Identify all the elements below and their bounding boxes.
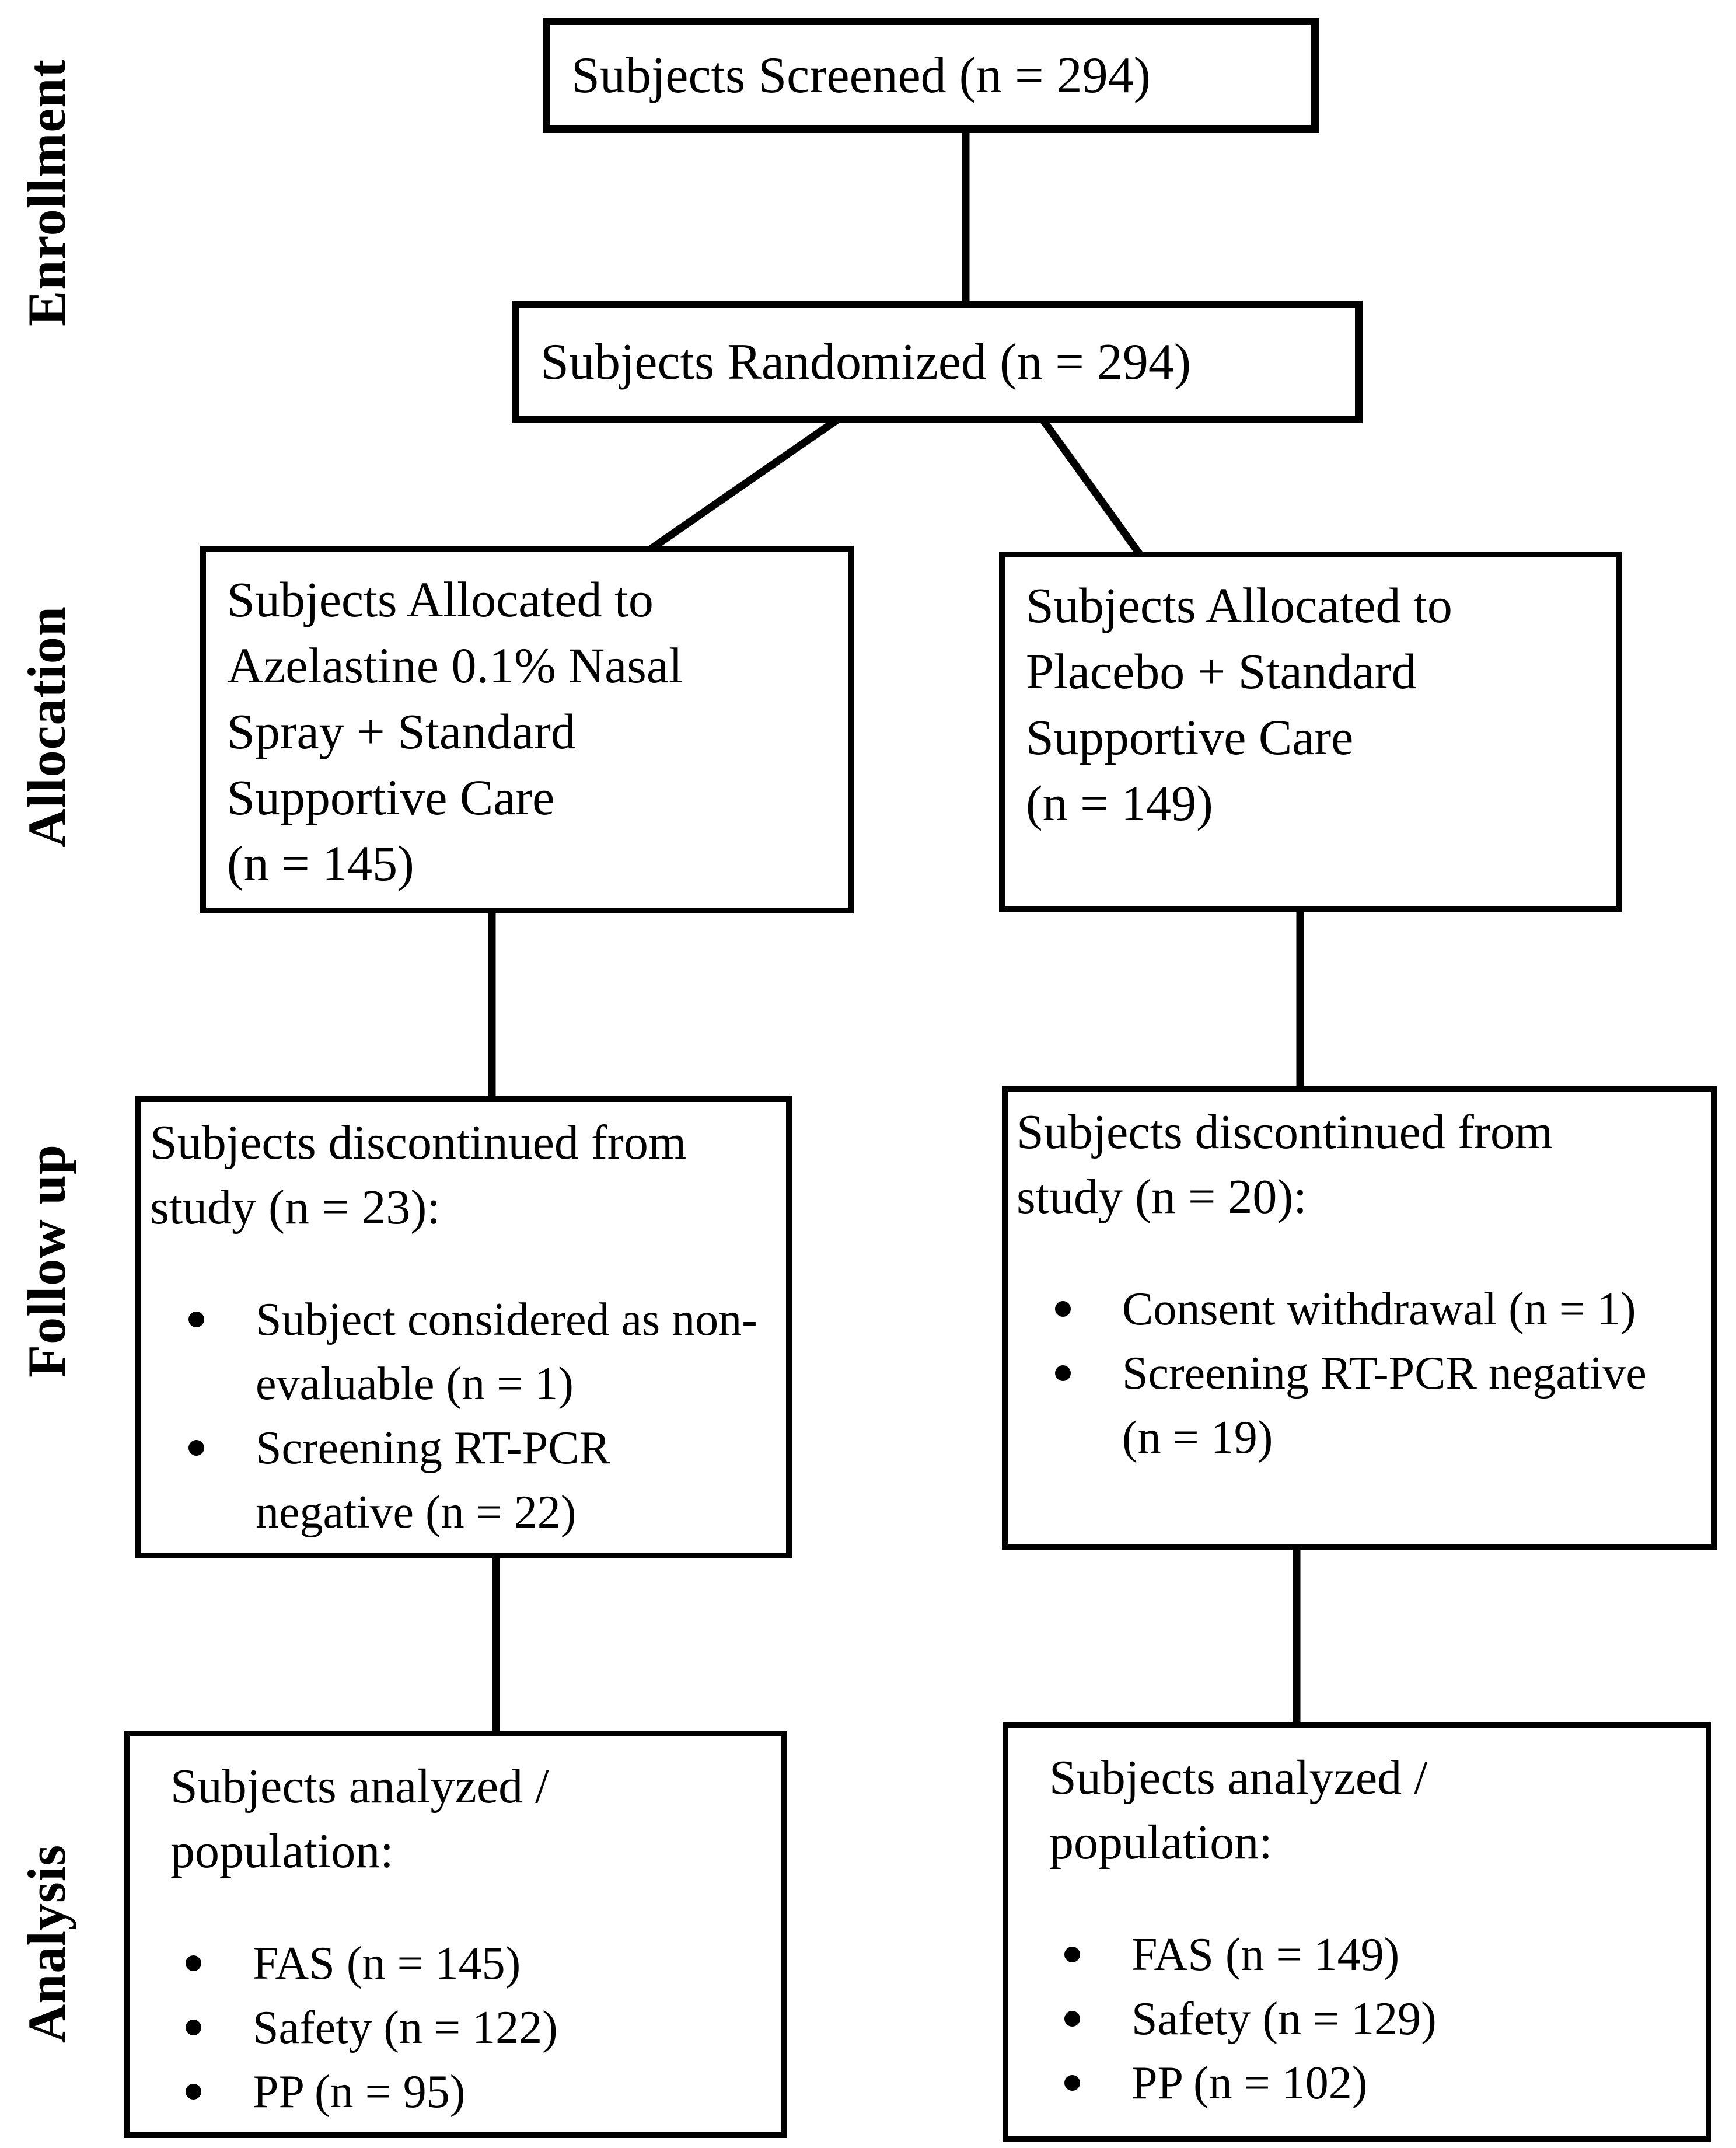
bullet-icon	[188, 1440, 204, 1456]
list-item: PP (n = 102)	[1026, 2051, 1696, 2115]
follow-up-azelastine-body: Subjects discontinued from study (n = 23…	[141, 1102, 786, 1544]
bullet-icon	[1055, 1301, 1071, 1317]
analysis-azelastine-bullet-list: FAS (n = 145) Safety (n = 122) PP (n = 9…	[147, 1931, 771, 2124]
box-follow-up-placebo: Subjects discontinued from study (n = 20…	[1002, 1086, 1717, 1550]
analysis-azelastine-fas: FAS (n = 145)	[253, 1938, 521, 1989]
analysis-placebo-heading: Subjects analyzed / population:	[1049, 1751, 1428, 1870]
allocation-placebo-text: Subjects Allocated to Placebo + Standard…	[1026, 577, 1452, 831]
bullet-icon	[1064, 2075, 1080, 2091]
analysis-placebo-body: Subjects analyzed / population: FAS (n =…	[1008, 1728, 1706, 2115]
list-item: Screening RT-PCR negative (n = 19)	[1017, 1341, 1702, 1470]
box-allocation-azelastine: Subjects Allocated to Azelastine 0.1% Na…	[200, 546, 854, 913]
list-item: Subject considered as non- evaluable (n …	[150, 1288, 777, 1416]
stage-label-follow-up: Follow up	[17, 1143, 76, 1378]
analysis-azelastine-pp: PP (n = 95)	[253, 2066, 466, 2118]
box-subjects-screened: Subjects Screened (n = 294)	[543, 18, 1319, 133]
follow-up-placebo-body: Subjects discontinued from study (n = 20…	[1008, 1092, 1711, 1470]
list-item: Safety (n = 129)	[1026, 1987, 1696, 2051]
list-item: PP (n = 95)	[147, 2060, 771, 2124]
box-analysis-placebo: Subjects analyzed / population: FAS (n =…	[1003, 1722, 1711, 2142]
bullet-icon	[1064, 1947, 1080, 1962]
analysis-azelastine-heading: Subjects analyzed / population:	[170, 1759, 549, 1878]
stage-label-allocation: Allocation	[17, 606, 76, 848]
bullet-icon	[186, 1955, 201, 1971]
analysis-placebo-bullet-list: FAS (n = 149) Safety (n = 129) PP (n = 1…	[1026, 1923, 1696, 2115]
bullet-icon	[1064, 2011, 1080, 2027]
follow-up-azelastine-bullet-list: Subject considered as non- evaluable (n …	[150, 1288, 777, 1544]
analysis-azelastine-safety: Safety (n = 122)	[253, 2002, 558, 2053]
subjects-screened-text: Subjects Screened (n = 294)	[571, 47, 1151, 104]
subjects-randomized-text: Subjects Randomized (n = 294)	[540, 333, 1192, 390]
follow-up-placebo-heading: Subjects discontinued from study (n = 20…	[1017, 1105, 1553, 1224]
follow-up-azelastine-bullet-1: Subject considered as non- evaluable (n …	[256, 1294, 757, 1410]
box-follow-up-azelastine: Subjects discontinued from study (n = 23…	[135, 1096, 792, 1558]
analysis-placebo-safety: Safety (n = 129)	[1131, 1993, 1437, 2045]
box-allocation-placebo: Subjects Allocated to Placebo + Standard…	[999, 552, 1622, 912]
analysis-placebo-fas: FAS (n = 149)	[1131, 1929, 1400, 1980]
follow-up-azelastine-heading: Subjects discontinued from study (n = 23…	[150, 1115, 687, 1235]
bullet-icon	[186, 2020, 201, 2035]
connector-randomized-to-alloc-right	[1039, 417, 1144, 558]
follow-up-azelastine-bullet-2: Screening RT-PCR negative (n = 22)	[256, 1422, 610, 1538]
follow-up-placebo-bullet-1: Consent withdrawal (n = 1)	[1122, 1284, 1636, 1335]
bullet-icon	[186, 2084, 201, 2100]
bullet-icon	[1055, 1365, 1071, 1381]
box-subjects-randomized: Subjects Randomized (n = 294)	[512, 301, 1363, 423]
bullet-icon	[188, 1312, 204, 1327]
list-item: Screening RT-PCR negative (n = 22)	[150, 1416, 777, 1544]
box-analysis-azelastine: Subjects analyzed / population: FAS (n =…	[124, 1731, 787, 2138]
follow-up-placebo-bullet-2: Screening RT-PCR negative (n = 19)	[1122, 1348, 1647, 1463]
follow-up-placebo-bullet-list: Consent withdrawal (n = 1) Screening RT-…	[1017, 1277, 1702, 1470]
list-item: FAS (n = 145)	[147, 1931, 771, 1996]
stage-label-enrollment: Enrollment	[17, 58, 76, 327]
connector-randomized-to-alloc-left	[647, 416, 840, 553]
allocation-azelastine-text: Subjects Allocated to Azelastine 0.1% Na…	[227, 571, 683, 891]
analysis-azelastine-body: Subjects analyzed / population: FAS (n =…	[130, 1736, 781, 2124]
list-item: Safety (n = 122)	[147, 1996, 771, 2060]
list-item: Consent withdrawal (n = 1)	[1017, 1277, 1702, 1341]
analysis-placebo-pp: PP (n = 102)	[1131, 2058, 1368, 2109]
stage-label-analysis: Analysis	[17, 1844, 76, 2044]
list-item: FAS (n = 149)	[1026, 1923, 1696, 1987]
